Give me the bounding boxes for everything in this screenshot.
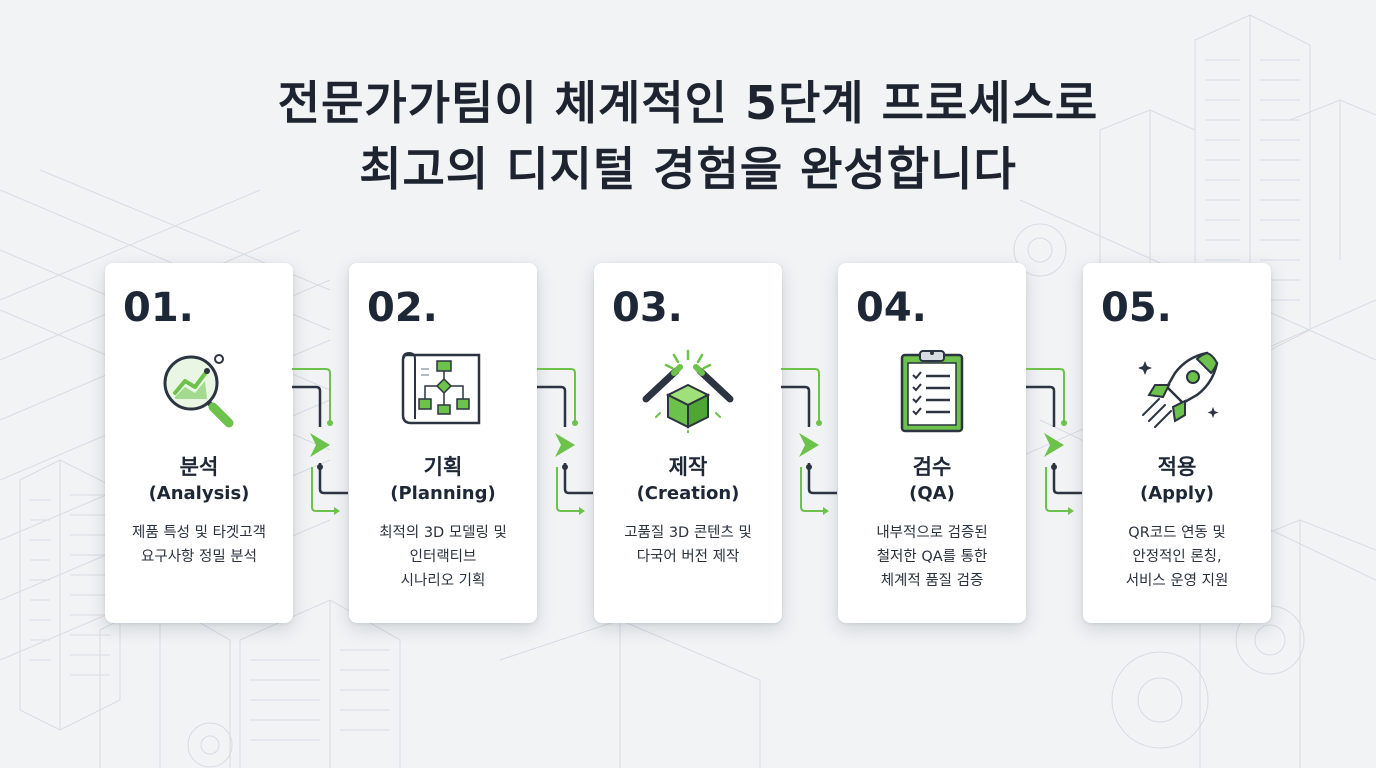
step-number: 03. [612,285,683,331]
step-description-line: 시나리오 기획 [400,573,486,589]
step-description-line: 서비스 운영 지원 [1125,573,1229,589]
step-subtitle: (Apply) [1139,483,1215,504]
step-description-line: 제품 특성 및 타겟고객 [132,525,266,541]
step-description-line: 요구사항 정밀 분석 [141,549,257,565]
step-card-apply: 05. 적용 (Apply) QR코드 연동 및 안정적인 론칭, 서비스 운영… [1083,263,1271,623]
step-description: QR코드 연동 및 안정적인 론칭, 서비스 운영 지원 [1089,521,1265,593]
step-card-planning: 02. 기획 (Planning) 최적의 3D 모델링 및 인터랙티브 시나리… [349,263,537,623]
step-description-line: 체계적 품질 검증 [880,573,984,589]
step-subtitle: (Analysis) [148,483,250,504]
step-description-line: 안정적인 론칭, [1132,549,1222,565]
step-connector-arrow [781,368,837,515]
step-description-line: QR코드 연동 및 [1128,525,1226,541]
step-connector-arrow [537,368,593,515]
step-number: 05. [1101,285,1172,331]
step-subtitle: (Planning) [390,483,496,504]
step-description-line: 다국어 버전 제작 [636,549,740,565]
blueprint-flowchart-icon [401,351,481,425]
step-title: 검수 [912,455,952,479]
step-title: 기획 [423,455,463,479]
step-subtitle: (Creation) [636,483,740,504]
step-connector-arrow [1026,368,1082,515]
rocket-launch-icon [1138,351,1219,428]
step-card-qa: 04. 검수 (QA) 내부적으로 검증된 철저한 QA를 통한 체계적 품질 … [838,263,1026,623]
step-title: 적용 [1157,455,1197,479]
step-description-line: 내부적으로 검증된 [876,525,988,541]
step-card-analysis: 01. 분석 (Analysis) 제품 특성 및 타겟고객 요구사항 정밀 분… [105,263,293,623]
step-description-line: 고품질 3D 콘텐츠 및 [624,525,752,541]
clipboard-checklist-icon [900,350,964,433]
3d-cube-tools-icon [642,349,734,433]
headline-line-1: 전문가가팀이 체계적인 5단계 프로세스로 [277,76,1099,130]
headline-line-2: 최고의 디지털 경험을 완성합니다 [359,142,1017,196]
step-description-line: 철저한 QA를 통한 [876,549,988,565]
page-headline: 전문가가팀이 체계적인 5단계 프로세스로 최고의 디지털 경험을 완성합니다 [0,70,1376,202]
step-connector-arrow [292,368,348,515]
magnifier-chart-icon [163,354,234,428]
step-title: 분석 [179,455,219,479]
step-description-line: 최적의 3D 모델링 및 [379,525,507,541]
step-number: 01. [123,285,194,331]
step-description-line: 인터랙티브 [409,549,477,565]
step-title: 제작 [668,455,708,479]
step-description: 제품 특성 및 타겟고객 요구사항 정밀 분석 [111,521,287,569]
step-description: 최적의 3D 모델링 및 인터랙티브 시나리오 기획 [355,521,531,593]
step-number: 02. [367,285,438,331]
step-description: 고품질 3D 콘텐츠 및 다국어 버전 제작 [600,521,776,569]
step-description: 내부적으로 검증된 철저한 QA를 통한 체계적 품질 검증 [844,521,1020,593]
step-number: 04. [856,285,927,331]
step-subtitle: (QA) [909,483,955,504]
step-card-creation: 03. 제작 (Creation) 고품질 3D 콘텐츠 및 다국어 버전 제작 [594,263,782,623]
